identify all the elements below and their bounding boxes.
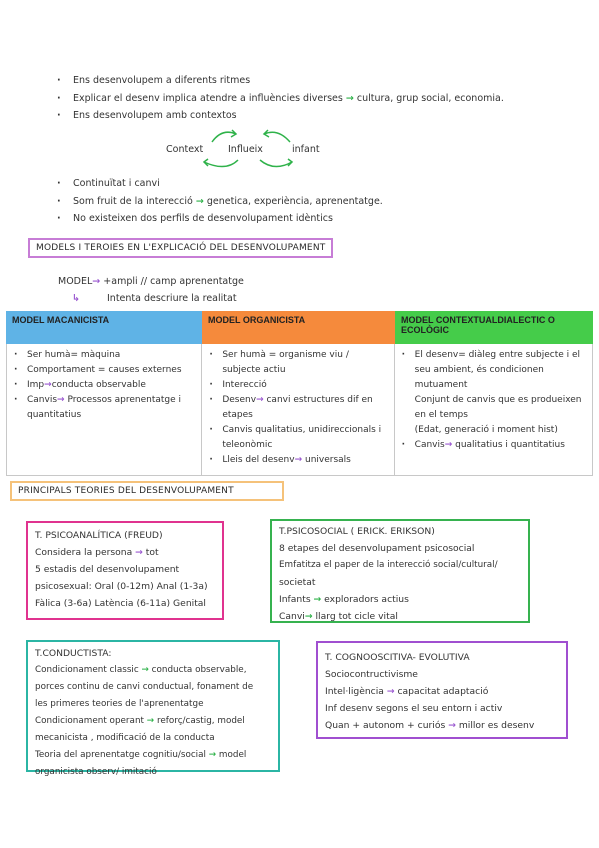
model-note: MODEL→ +ampli // camp aprenentatge ↳ Int… xyxy=(58,276,244,304)
list-item: Comportament = causes externes xyxy=(13,363,195,378)
list-item: Interecció xyxy=(208,378,387,393)
arrow-icon: → xyxy=(294,455,303,465)
infant-label: infant xyxy=(292,144,320,155)
bullet-item: Explicar el desenv implica atendre a inf… xyxy=(55,90,504,108)
context-cycle-diagram: Context Influeix infant xyxy=(160,126,340,174)
arrow-icon: → xyxy=(444,440,453,450)
arrow-icon: → xyxy=(386,686,395,697)
bullet-item: Som fruit de la interecció → genetica, e… xyxy=(55,193,383,211)
theory-box-cognitiva: T. COGNOOSCITIVA- EVOLUTIVA Sociocontruc… xyxy=(316,641,568,739)
models-table-header: MODEL MACANICISTA MODEL ORGANICISTA MODE… xyxy=(6,311,593,344)
plain-line: (Edat, generació i moment hist) xyxy=(414,425,558,435)
list-item: Desenv→ canvi estructures dif en etapes xyxy=(208,393,387,423)
arrow-icon: → xyxy=(208,750,217,760)
arrow-icon: → xyxy=(146,716,155,726)
theory-title: T.CONDUCTISTA: xyxy=(35,648,112,659)
theory-title: T. PSICOANALÍTICA (FREUD) xyxy=(35,530,163,541)
plain-line: Conjunt de canvis que es produeixen en e… xyxy=(414,395,582,420)
arrow-icon: → xyxy=(92,276,101,287)
list-item: Canvis qualitatius, unidireccionals i te… xyxy=(208,423,387,453)
bullet-item: Ens desenvolupem amb contextos xyxy=(55,107,504,125)
arrow-icon: → xyxy=(135,547,143,558)
arrow-icon: → xyxy=(448,720,456,731)
list-item: Lleis del desenv→ universals xyxy=(208,453,387,468)
intro-bullets-bottom: Continuïtat i canvi Som fruit de la inte… xyxy=(55,175,383,228)
arrow-icon: → xyxy=(304,611,313,622)
list-item: Ser humà = organisme viu / subjecte acti… xyxy=(208,348,387,378)
cycle-arrows-icon xyxy=(202,129,294,168)
bullet-item: Continuïtat i canvi xyxy=(55,175,383,193)
section-title-theories: PRINCIPALS TEORIES DEL DESENVOLUPAMENT xyxy=(10,481,284,501)
theory-box-conductista: T.CONDUCTISTA: Condicionament classic → … xyxy=(26,640,280,777)
context-label: Context xyxy=(166,144,204,155)
arrow-icon: → xyxy=(345,92,354,104)
arrow-icon: → xyxy=(57,395,65,405)
list-item: Ser humà= màquina xyxy=(13,348,195,363)
bullet-item: Ens desenvolupem a diferents ritmes xyxy=(55,72,504,90)
arrow-icon: → xyxy=(141,665,149,675)
section-title-models: MODELS I TEROIES EN L'EXPLICACIÓ DEL DES… xyxy=(28,238,334,258)
theory-box-erikson: T.PSICOSOCIAL ( ERICK. ERIKSON) 8 etapes… xyxy=(270,519,530,623)
arrow-icon: → xyxy=(313,594,322,605)
column-contextual: El desenv= diàleg entre subjecte i el se… xyxy=(395,344,592,475)
bullet-item: No existeixen dos perfils de desenvolupa… xyxy=(55,210,383,228)
header-organicista: MODEL ORGANICISTA xyxy=(202,311,395,344)
models-table-body: Ser humà= màquina Comportament = causes … xyxy=(6,344,593,476)
theory-box-freud: T. PSICOANALÍTICA (FREUD) Considera la p… xyxy=(26,521,224,620)
column-mecanicista: Ser humà= màquina Comportament = causes … xyxy=(7,344,203,475)
intro-bullets-top: Ens desenvolupem a diferents ritmes Expl… xyxy=(55,72,504,125)
list-item: Canvis→ Processos aprenentatge i quantit… xyxy=(13,393,195,423)
influeix-label: Influeix xyxy=(228,144,263,155)
models-table: MODEL MACANICISTA MODEL ORGANICISTA MODE… xyxy=(6,311,593,476)
header-contextual: MODEL CONTEXTUALDIALECTIC O ECOLÒGIC xyxy=(395,311,593,344)
theory-title: T.PSICOSOCIAL ( ERICK. ERIKSON) xyxy=(279,526,435,537)
list-item: Imp→conducta observable xyxy=(13,378,195,393)
list-item: El desenv= diàleg entre subjecte i el se… xyxy=(401,348,586,393)
corner-arrow-icon: ↳ xyxy=(72,293,80,304)
arrow-icon: → xyxy=(256,395,264,405)
arrow-icon: → xyxy=(195,195,204,207)
list-item: Canvis→ qualitatius i quantitatius xyxy=(401,438,586,453)
arrow-icon: → xyxy=(44,380,52,390)
header-mecanicista: MODEL MACANICISTA xyxy=(6,311,202,344)
column-organicista: Ser humà = organisme viu / subjecte acti… xyxy=(202,344,395,475)
theory-title: T. COGNOOSCITIVA- EVOLUTIVA xyxy=(325,652,470,663)
